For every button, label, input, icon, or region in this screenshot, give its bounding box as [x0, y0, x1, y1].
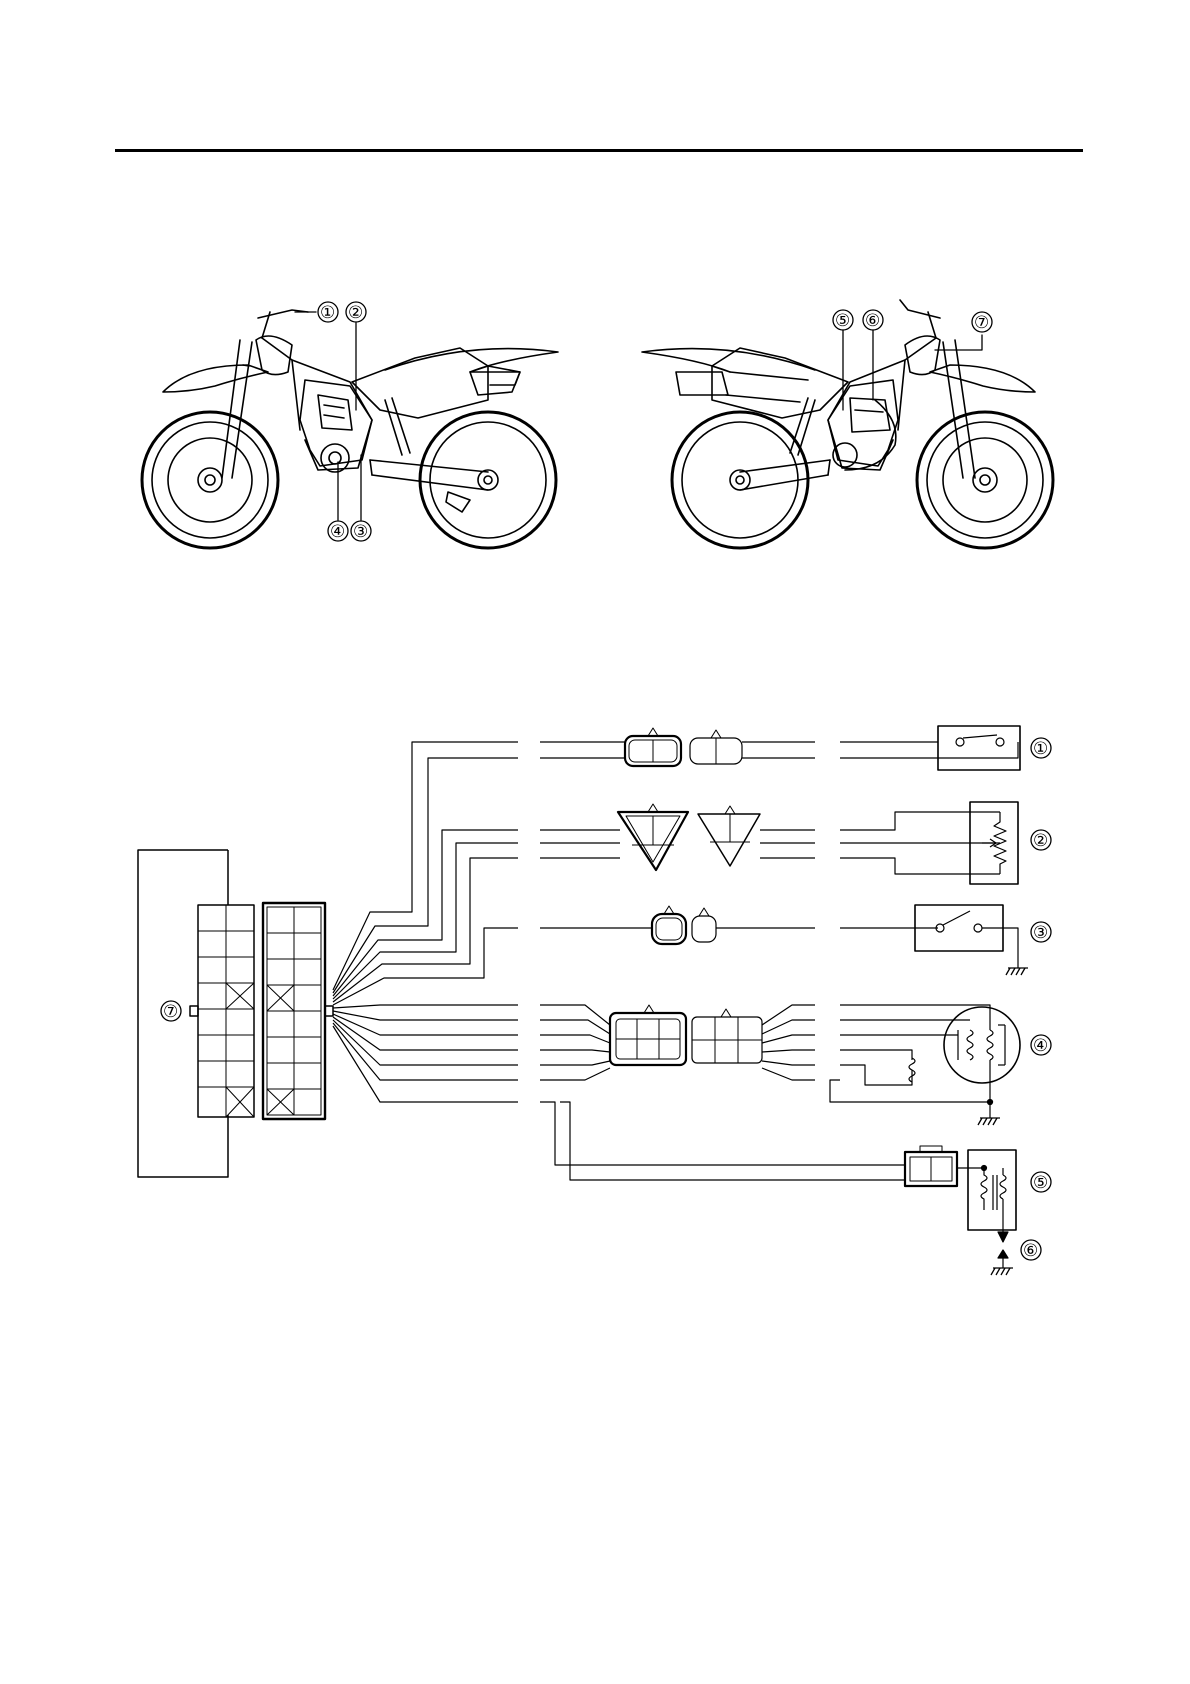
diagram-callout-6: ⑥ [1023, 1241, 1038, 1261]
diagram-callout-4: ④ [1033, 1036, 1048, 1056]
diagram-callout-5: ⑤ [1033, 1173, 1048, 1193]
diagram-callout-7: ⑦ [163, 1002, 178, 1022]
diagram-callout-2: ② [1033, 831, 1048, 851]
diagram-callout-1: ① [1033, 739, 1048, 759]
diagram-callout-3: ③ [1033, 923, 1048, 943]
